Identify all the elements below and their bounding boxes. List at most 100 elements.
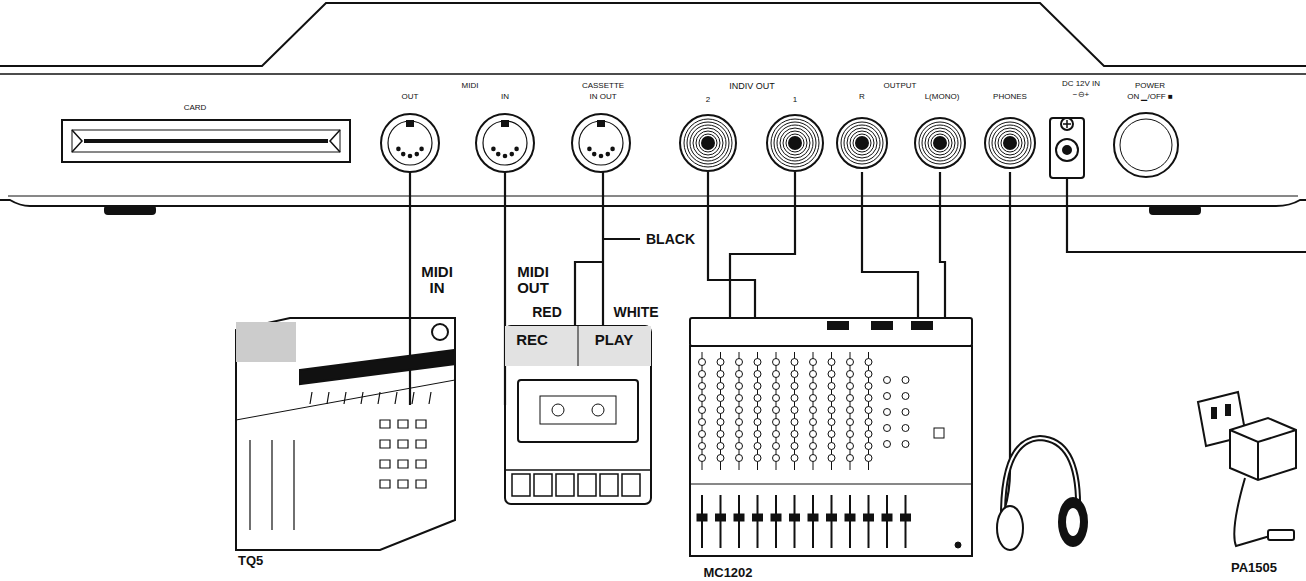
mixer-knob [865, 407, 872, 414]
unit-top-outline [0, 3, 1306, 66]
jack-ridge [931, 134, 949, 152]
group-label: OUTPUT [884, 82, 917, 90]
din-socket [572, 114, 630, 172]
mixer-knob [828, 431, 835, 438]
jack-ridge [989, 122, 1031, 164]
mixer-knob [699, 371, 706, 378]
card-slot [62, 120, 350, 162]
jack-ridge [841, 122, 883, 164]
jack-ridge [844, 125, 880, 161]
mixer-knob [754, 395, 761, 402]
jack-nut [837, 118, 887, 168]
mixer-knob [791, 407, 798, 414]
group-label: MIDI [462, 82, 479, 90]
fader-knob [734, 514, 744, 521]
mixer-knob [699, 431, 706, 438]
group-label: INDIV OUT [729, 82, 775, 91]
jack-ridge [847, 128, 877, 158]
mixer-knob [847, 395, 854, 402]
mc1202-mixer [690, 318, 972, 556]
jack-ridge [687, 122, 729, 164]
mixer-knob [791, 383, 798, 390]
mixer-knob [736, 443, 743, 450]
din-pin [496, 152, 501, 157]
fader-knob [901, 514, 911, 521]
wire-color: RED [532, 305, 562, 320]
fader-knob [827, 514, 837, 521]
mixer-knob [902, 441, 909, 448]
mixer-knob [884, 409, 891, 416]
jack-ridge [783, 131, 807, 155]
mixer-knob [736, 407, 743, 414]
jack-ridge [771, 119, 819, 167]
mixer-knob [699, 395, 706, 402]
jack-nut [680, 115, 736, 171]
mixer-knob [828, 455, 835, 462]
jack-nut [985, 118, 1035, 168]
jack-nut [767, 115, 823, 171]
switch-label: ON ▁/OFF ■ [1127, 93, 1173, 101]
din-socket-rim [483, 121, 527, 165]
mixer-knob [791, 359, 798, 366]
cassette-recorder [505, 326, 651, 504]
jack-hole [789, 137, 801, 149]
mixer-knob [902, 409, 909, 416]
mixer-knob [791, 431, 798, 438]
mixer-knob [810, 407, 817, 414]
fader-knob [753, 514, 763, 521]
jack-hole [1004, 137, 1016, 149]
foot [105, 206, 155, 214]
mixer-knob [865, 395, 872, 402]
panel-lip [8, 196, 1298, 197]
din-key [407, 121, 413, 126]
mixer-knob [736, 383, 743, 390]
mixer-knob [773, 359, 780, 366]
jack-ridge [774, 122, 816, 164]
device-name: TQ5 [238, 554, 263, 568]
mixer-knob [754, 443, 761, 450]
mixer-knob [736, 419, 743, 426]
mixer-knob [791, 395, 798, 402]
mixer-knob [884, 393, 891, 400]
polarity-symbol: −⊖+ [1073, 91, 1089, 99]
din-socket [381, 114, 439, 172]
mixer-knob [810, 443, 817, 450]
power-switch-cap [1120, 119, 1172, 171]
jack-ridge [780, 128, 810, 158]
mixer-knob [847, 419, 854, 426]
mixer-knob [699, 407, 706, 414]
mixer-divider [690, 484, 972, 485]
mixer-knob [810, 419, 817, 426]
fader-knob [771, 514, 781, 521]
mixer-knob [902, 425, 909, 432]
mixer-knob [754, 407, 761, 414]
fader-knob [864, 514, 874, 521]
mixer-knob [828, 407, 835, 414]
din-socket-rim [579, 121, 623, 165]
mixer-knob [847, 407, 854, 414]
din-socket-rim [388, 121, 432, 165]
mixer-knob [773, 395, 780, 402]
din-pin [605, 152, 610, 157]
mixer-knob [699, 443, 706, 450]
jack-label: R [859, 93, 865, 101]
mixer-knob [847, 359, 854, 366]
mixer-knob [717, 455, 724, 462]
din-pin [419, 147, 424, 152]
din-pin [514, 147, 519, 152]
mixer-knob [717, 383, 724, 390]
mixer-knob [884, 425, 891, 432]
mixer-knob [828, 383, 835, 390]
fader-knob [808, 514, 818, 521]
jack-nut [915, 118, 965, 168]
mixer-knob [773, 407, 780, 414]
jack-ridge [1001, 134, 1019, 152]
mixer-knob [865, 455, 872, 462]
card-slot-inner [72, 130, 340, 152]
mixer-knob [828, 371, 835, 378]
group-label: CASSETTE [582, 82, 624, 90]
mixer-knob [754, 455, 761, 462]
port-label: DC 12V IN [1062, 80, 1100, 88]
